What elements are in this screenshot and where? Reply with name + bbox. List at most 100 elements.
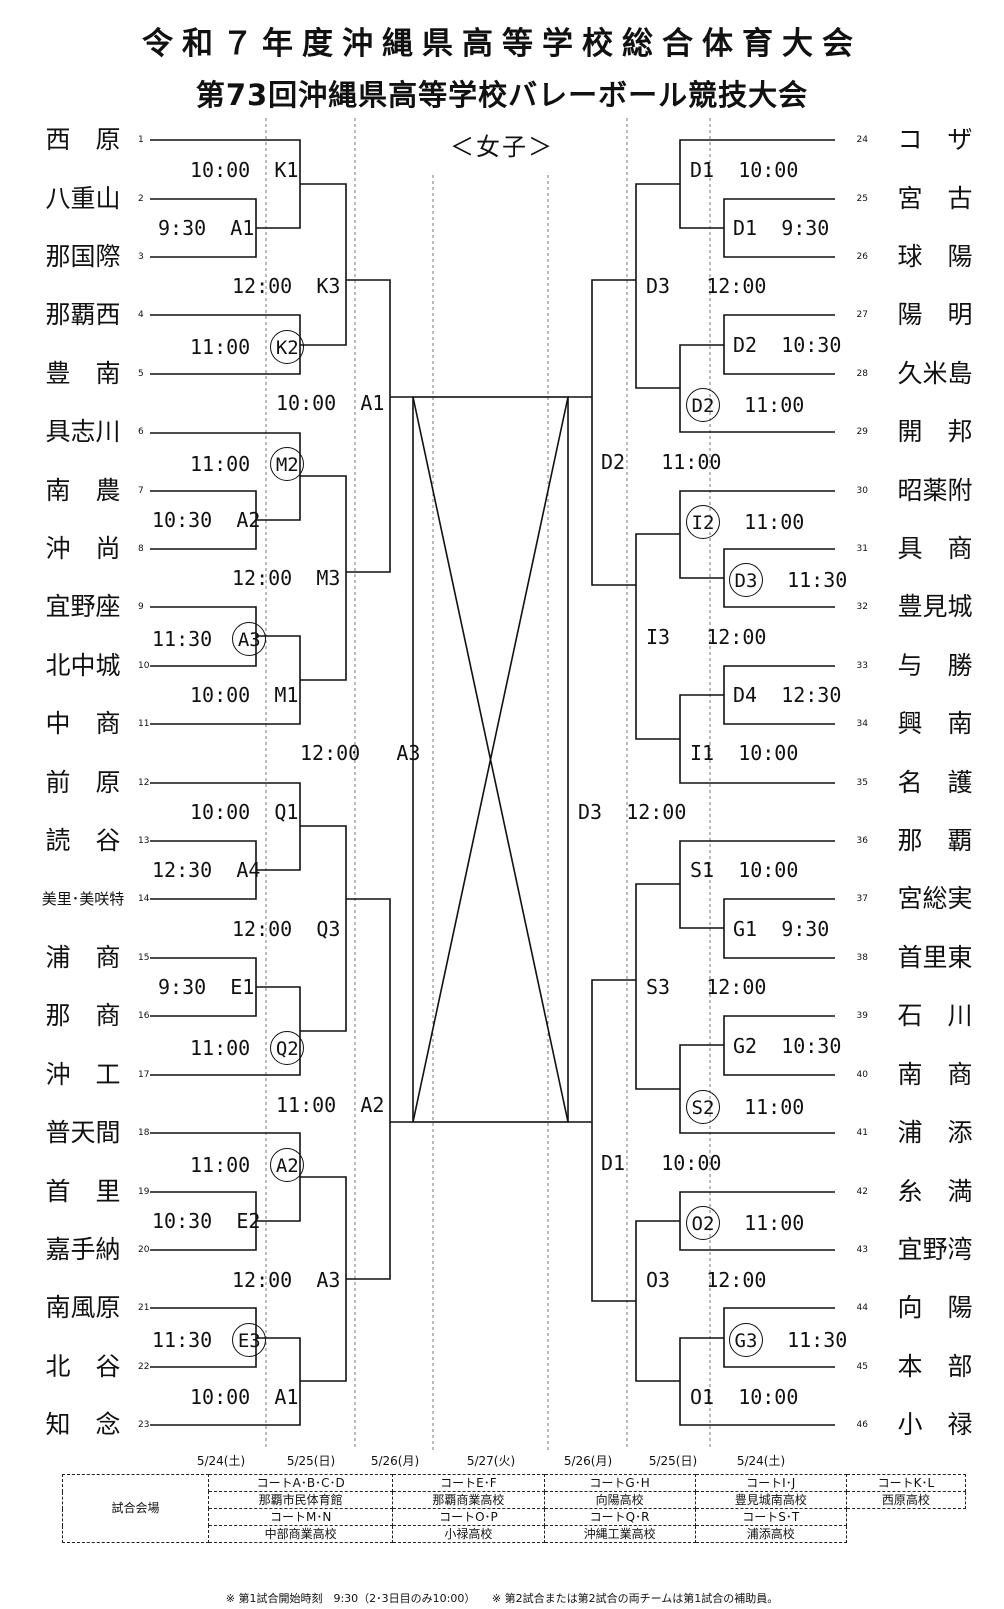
team-right-28: 久米島 [897, 359, 973, 388]
venue-court-1: コートA･B･C･D [207, 1474, 394, 1492]
team-right-33: 与 勝 [897, 651, 973, 680]
circled-court: D3 [729, 563, 763, 597]
circled-court: I2 [686, 505, 720, 539]
team-right-40: 南 商 [897, 1060, 973, 1089]
team-left-19: 首 里 [45, 1177, 121, 1206]
seed-left-18: 18 [138, 1128, 150, 1138]
venue-name-3: 向陽高校 [543, 1491, 696, 1509]
team-left-17: 沖 工 [45, 1060, 121, 1089]
match-left-1: 10:00 K1 [190, 158, 299, 182]
match-left-9: 11:30 A3 [152, 622, 267, 656]
circled-court: A3 [232, 622, 267, 656]
match-right-12: D3 12:00 [578, 800, 687, 824]
circled-court: K2 [270, 330, 305, 364]
team-right-26: 球 陽 [897, 242, 973, 271]
match-right-7: I2 11:00 [686, 505, 804, 539]
seed-right-30: 30 [856, 486, 868, 496]
seed-left-21: 21 [138, 1303, 150, 1313]
seed-right-36: 36 [856, 836, 868, 846]
seed-left-11: 11 [138, 719, 150, 729]
seed-left-3: 3 [138, 252, 144, 262]
seed-right-42: 42 [856, 1187, 868, 1197]
seed-right-45: 45 [856, 1362, 868, 1372]
match-right-16: G2 10:30 [733, 1034, 842, 1058]
match-left-13: 12:30 A4 [152, 858, 261, 882]
date-col-2: 5/25(日) [286, 1454, 336, 1468]
seed-right-26: 26 [856, 252, 868, 262]
team-right-38: 首里東 [897, 943, 973, 972]
match-left-8: 12:00 M3 [232, 566, 341, 590]
team-left-1: 西 原 [45, 125, 121, 154]
title-line-1: 令和７年度沖縄県高等学校総合体育大会 [142, 26, 862, 62]
seed-left-12: 12 [138, 778, 150, 788]
team-left-4: 那覇西 [45, 300, 121, 329]
seed-right-35: 35 [856, 778, 868, 788]
team-left-22: 北 谷 [45, 1352, 121, 1381]
date-col-7: 5/24(土) [736, 1454, 786, 1468]
seed-left-4: 4 [138, 310, 144, 320]
seed-left-7: 7 [138, 486, 144, 496]
seed-left-19: 19 [138, 1187, 150, 1197]
venue-court-4: コートI･J [694, 1474, 847, 1492]
date-col-3: 5/26(月) [370, 1454, 420, 1468]
date-col-6: 5/25(日) [648, 1454, 698, 1468]
team-right-43: 宜野湾 [897, 1235, 973, 1264]
circled-court: S2 [686, 1090, 720, 1124]
seed-left-15: 15 [138, 953, 150, 963]
seed-left-13: 13 [138, 836, 150, 846]
seed-right-39: 39 [856, 1011, 868, 1021]
match-right-6: D2 11:00 [601, 450, 722, 474]
title-line-2: 第73回沖縄県高等学校バレーボール競技大会 [195, 78, 809, 112]
team-left-16: 那 商 [45, 1001, 121, 1030]
match-left-10: 10:00 M1 [190, 683, 299, 707]
team-left-21: 南風原 [45, 1293, 121, 1322]
match-left-21: 11:30 E3 [152, 1323, 267, 1357]
match-right-4: D2 10:30 [733, 333, 842, 357]
team-right-27: 陽 明 [897, 300, 973, 329]
venue-name-6: 中部商業高校 [207, 1525, 394, 1543]
match-left-15: 9:30 E1 [158, 975, 255, 999]
venue-name-7: 小禄高校 [392, 1525, 545, 1543]
venue-court-5: コートK･L [845, 1474, 967, 1492]
team-left-15: 浦 商 [45, 943, 121, 972]
match-right-9: I3 12:00 [646, 625, 767, 649]
team-left-6: 具志川 [45, 417, 121, 446]
match-right-2: D1 9:30 [733, 216, 830, 240]
team-right-32: 豊見城 [897, 592, 973, 621]
seed-left-5: 5 [138, 369, 144, 379]
day-dividers [265, 118, 711, 1450]
team-right-30: 昭薬附 [897, 476, 973, 505]
seed-left-16: 16 [138, 1011, 150, 1021]
team-left-12: 前 原 [45, 768, 121, 797]
match-left-17: 11:00 A2 [276, 1093, 385, 1117]
match-left-11: 12:00 A3 [300, 741, 421, 765]
team-right-41: 浦 添 [897, 1118, 973, 1147]
seed-right-46: 46 [856, 1420, 868, 1430]
venue-name-9: 浦添高校 [694, 1525, 847, 1543]
seed-right-33: 33 [856, 661, 868, 671]
match-right-22: O1 10:00 [690, 1385, 799, 1409]
team-left-5: 豊 南 [45, 359, 121, 388]
venue-court-9: コートS･T [694, 1508, 847, 1526]
team-left-3: 那国際 [45, 242, 121, 271]
match-left-18: 11:00 A2 [190, 1148, 305, 1182]
team-right-45: 本 部 [897, 1352, 973, 1381]
team-right-36: 那 覇 [897, 826, 973, 855]
footnote: ※ 第1試合開始時刻 9:30（2･3日目のみ10:00） ※ 第2試合または第… [225, 1592, 779, 1605]
match-right-11: I1 10:00 [690, 741, 799, 765]
bracket-right [568, 139, 835, 1426]
venue-court-7: コートO･P [392, 1508, 545, 1526]
seed-left-20: 20 [138, 1245, 150, 1255]
seed-right-28: 28 [856, 369, 868, 379]
team-right-25: 宮 古 [897, 184, 973, 213]
match-right-5: D2 11:00 [686, 388, 804, 422]
match-left-14: 12:00 Q3 [232, 917, 341, 941]
team-right-35: 名 護 [897, 768, 973, 797]
seed-right-44: 44 [856, 1303, 868, 1313]
match-left-2: 9:30 A1 [158, 216, 255, 240]
seed-right-37: 37 [856, 894, 868, 904]
seed-right-31: 31 [856, 544, 868, 554]
match-left-16: 11:00 Q2 [190, 1031, 305, 1065]
seed-left-9: 9 [138, 602, 144, 612]
match-left-19: 10:30 E2 [152, 1209, 261, 1233]
